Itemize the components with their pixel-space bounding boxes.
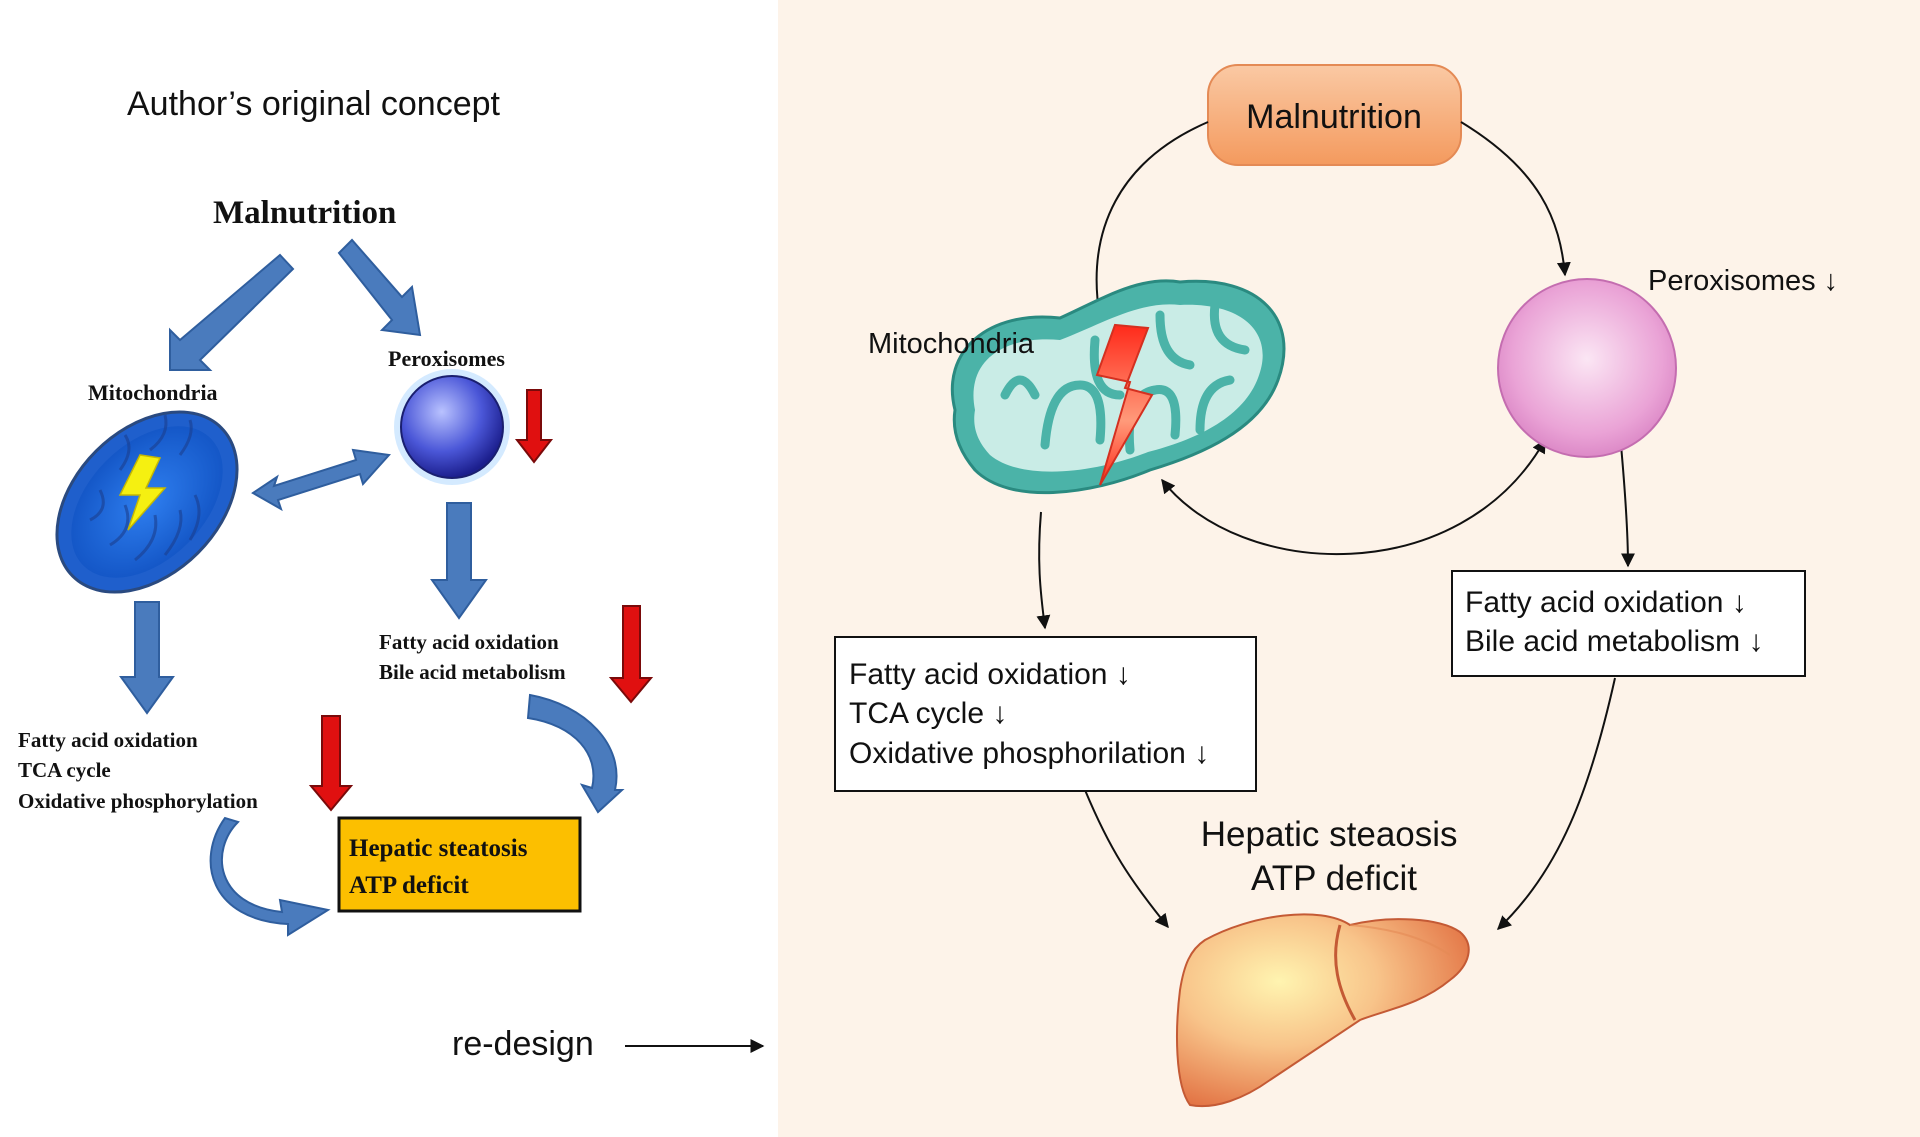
right-perox-effects: Fatty acid oxidation ↓ Bile acid metabol…	[1465, 586, 1763, 658]
right-perox-effects-box	[1451, 570, 1806, 677]
left-mitochondria-label: Mitochondria	[88, 380, 218, 405]
lightning-bolt-icon	[118, 454, 167, 531]
curved-arrow-perox-to-outcome	[526, 693, 625, 814]
arrow-peroxisomes-down	[430, 502, 488, 620]
left-peroxisomes-label: Peroxisomes	[388, 346, 505, 371]
left-outcome-box	[337, 816, 582, 913]
curved-arrow-mito-to-outcome	[209, 816, 331, 937]
mitochondrion-left	[55, 410, 239, 594]
arrow-mito-effects-to-liver-right	[1084, 789, 1169, 929]
right-mito-effects: Fatty acid oxidation ↓ TCA cycle ↓ Oxida…	[849, 658, 1209, 770]
mito-effects-decrease-arrow	[308, 715, 354, 812]
right-peroxisomes-label: Peroxisomes ↓	[1648, 265, 1838, 297]
blue-arrows	[119, 238, 488, 715]
right-mito-effects-box	[834, 636, 1257, 792]
arrow-mitochondria-down	[119, 601, 175, 715]
left-malnutrition-label: Malnutrition	[213, 195, 396, 231]
arrow-malnutrition-to-mitochondria	[169, 253, 295, 371]
right-malnutrition-box	[1207, 64, 1462, 166]
redesign-label: re-design	[452, 1025, 594, 1063]
perox-decrease-arrow	[514, 389, 554, 464]
arrow-malnutrition-to-mitochondria-right	[1090, 121, 1209, 320]
arrow-mitochondria-to-effects-right	[1036, 511, 1051, 630]
right-mitochondria-label: Mitochondria	[868, 328, 1035, 360]
right-outcome-text: Hepatic steaosis ATP deficit	[1201, 815, 1468, 898]
right-connectors	[1036, 121, 1635, 930]
right-peroxisome-sphere	[1497, 278, 1677, 458]
liver-illustration	[1176, 913, 1470, 1108]
arrow-perox-effects-to-liver-right	[1496, 677, 1616, 930]
left-perox-effects: Fatty acid oxidation Bile acid metabolis…	[379, 630, 566, 684]
red-arrows	[308, 389, 654, 812]
left-mito-effects: Fatty acid oxidation TCA cycle Oxidative…	[18, 728, 258, 813]
arrow-malnutrition-to-peroxisomes	[337, 238, 422, 337]
peroxisome-sphere	[400, 375, 504, 479]
arrow-peroxisomes-to-effects-right	[1620, 444, 1635, 568]
perox-effects-decrease-arrow	[608, 605, 654, 704]
arrow-mito-perox-bidirectional-right	[1161, 438, 1546, 556]
lightning-bolt-right-icon	[1095, 323, 1154, 486]
arrow-mito-perox-bidirectional	[251, 448, 391, 512]
arrow-malnutrition-to-peroxisomes-right	[1460, 121, 1571, 277]
mitochondrion-right	[950, 279, 1286, 495]
left-heading: Author’s original concept	[127, 85, 501, 123]
left-outcome-text: Hepatic steatosis ATP deficit	[349, 835, 534, 899]
right-malnutrition-label: Malnutrition	[1246, 98, 1422, 136]
